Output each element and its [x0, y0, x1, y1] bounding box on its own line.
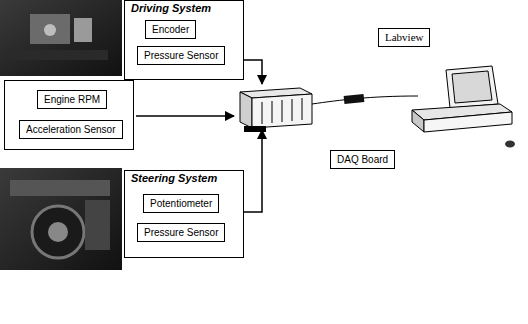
box-label: Pressure Sensor — [144, 49, 218, 62]
sensor-box: Acceleration Sensor — [19, 120, 123, 139]
group-title: Driving System — [131, 2, 211, 14]
system-group: Steering SystemPotentiometerPressure Sen… — [124, 170, 244, 258]
group-title: Steering System — [131, 172, 217, 184]
hardware-unit — [240, 88, 312, 132]
box-label: Engine RPM — [44, 93, 100, 106]
box-label: Labview — [385, 31, 423, 44]
box-label: Acceleration Sensor — [26, 123, 116, 136]
signal-arrow — [244, 60, 262, 84]
box-label: Pressure Sensor — [144, 226, 218, 239]
signal-arrow — [136, 115, 234, 117]
signal-arrow — [244, 130, 262, 212]
vehicle-photo — [0, 168, 122, 270]
system-group: Driving SystemEncoderPressure Sensor — [124, 0, 244, 80]
sensor-box: Encoder — [145, 20, 196, 39]
mouse — [505, 141, 515, 148]
vehicle-photo — [0, 0, 122, 76]
sensor-box: Pressure Sensor — [137, 223, 225, 242]
sensor-box: Engine RPM — [37, 90, 107, 109]
sensor-box: Potentiometer — [143, 194, 219, 213]
computer — [412, 66, 515, 148]
system-group: Engine RPM Acceleration Sensor — [4, 80, 134, 150]
sensor-box: Pressure Sensor — [137, 46, 225, 65]
box-label: DAQ Board — [337, 153, 388, 166]
sensor-box: DAQ Board — [330, 150, 395, 169]
box-label: Potentiometer — [150, 197, 212, 210]
sensor-box: Labview — [378, 28, 430, 47]
cable — [312, 94, 418, 104]
box-label: Encoder — [152, 23, 189, 36]
